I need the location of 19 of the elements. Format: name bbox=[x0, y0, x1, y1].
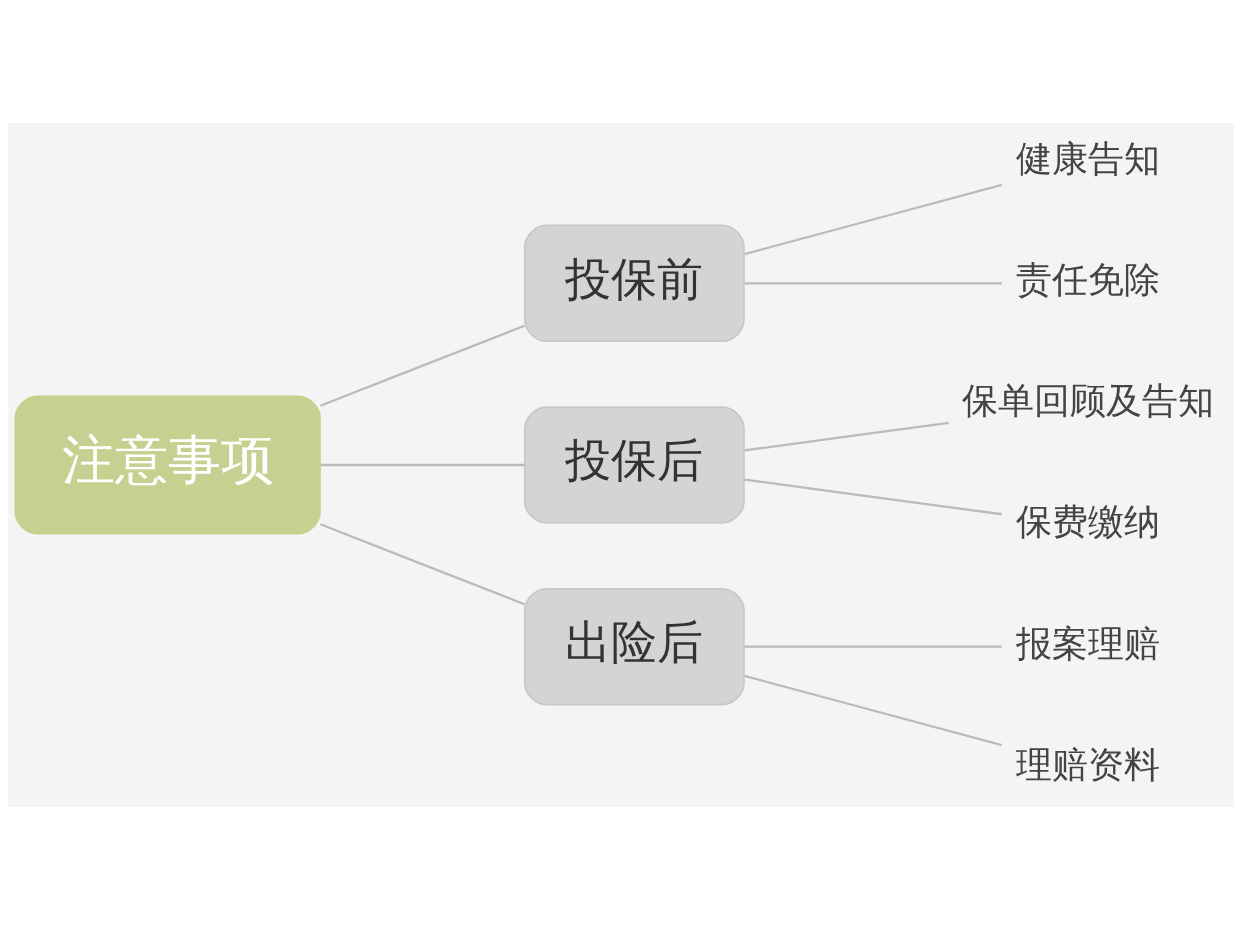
connector bbox=[744, 674, 1003, 746]
connector bbox=[320, 463, 525, 466]
node-box: 注意事项 bbox=[14, 395, 321, 534]
node-text: 保单回顾及告知 bbox=[961, 379, 1214, 421]
connector bbox=[320, 522, 525, 605]
connector bbox=[744, 645, 1002, 648]
node-box: 投保后 bbox=[523, 405, 745, 524]
connector bbox=[744, 183, 1003, 255]
node-text: 责任免除 bbox=[1015, 258, 1160, 300]
node-text: 保费缴纳 bbox=[1015, 500, 1160, 542]
node-box: 出险后 bbox=[523, 587, 745, 705]
node-text: 报案理赔 bbox=[1015, 622, 1160, 664]
connector bbox=[744, 281, 1002, 284]
node-text: 理赔资料 bbox=[1015, 743, 1160, 785]
connector bbox=[744, 421, 949, 452]
connector bbox=[320, 324, 525, 407]
connector bbox=[744, 477, 1002, 515]
node-box: 投保前 bbox=[523, 224, 745, 342]
node-text: 健康告知 bbox=[1015, 137, 1160, 179]
